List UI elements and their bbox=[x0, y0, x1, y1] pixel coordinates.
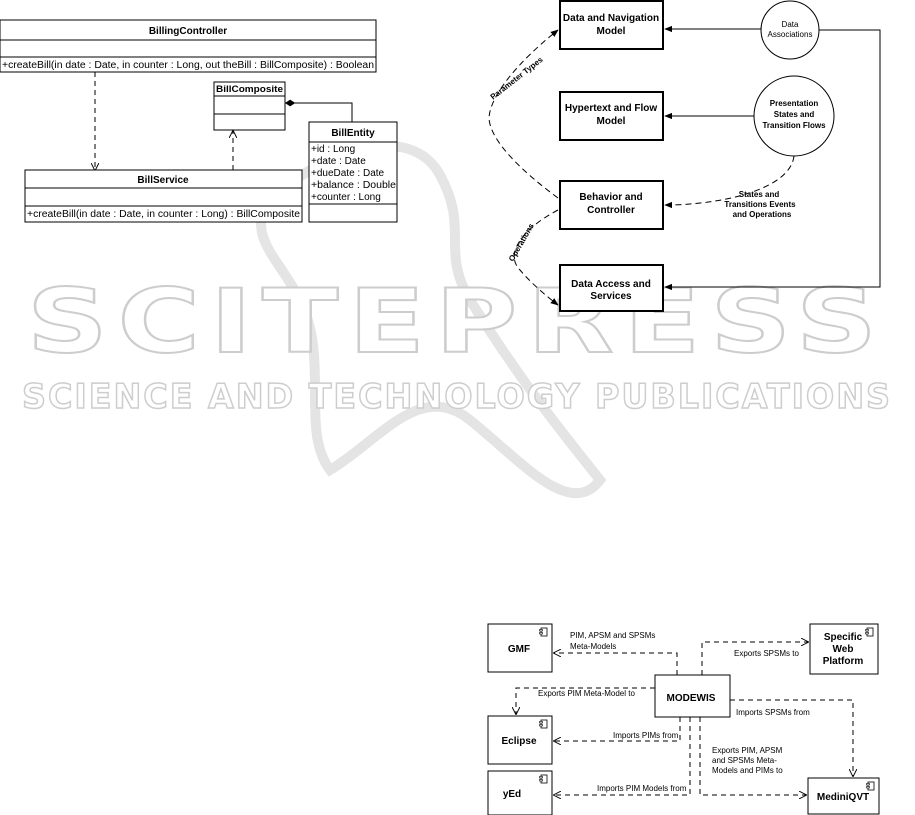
bill-entity-class: BillEntity +id : Long +date : Date +dueD… bbox=[308, 121, 398, 223]
states-events-label-3: and Operations bbox=[733, 210, 792, 219]
bill-entity-attribute: +dueDate : Date bbox=[311, 168, 385, 179]
uml-class-diagram: BillingController +createBill(in date : … bbox=[0, 19, 398, 223]
bill-service-class: BillService +createBill(in date : Date, … bbox=[24, 169, 303, 223]
presentation-states-circle: Presentation States and Transition Flows bbox=[753, 75, 835, 157]
yed-label: yEd bbox=[503, 789, 521, 800]
eclipse-component: Eclipse bbox=[487, 715, 553, 765]
bill-entity-attribute: +date : Date bbox=[311, 156, 366, 167]
yed-component: yEd bbox=[487, 770, 553, 815]
bill-entity-attribute: +balance : Double bbox=[311, 180, 396, 191]
hypertext-flow-model-box: Hypertext and Flow Model bbox=[559, 91, 664, 141]
edge-label-exports-all-1: Exports PIM, APSM bbox=[712, 746, 783, 755]
bill-service-name: BillService bbox=[137, 175, 189, 186]
dashed-presentation-to-behavior bbox=[664, 155, 795, 209]
presentation-label-1: Presentation bbox=[770, 99, 819, 108]
dashed-behavior-to-navigation bbox=[488, 29, 559, 199]
component-icon bbox=[539, 627, 548, 637]
data-associations-label-2: Associations bbox=[768, 30, 813, 39]
behavior-controller-label-2: Controller bbox=[587, 205, 635, 216]
edge-label-imports-pims: Imports PIMs from bbox=[613, 731, 679, 740]
component-icon bbox=[866, 781, 875, 791]
edge-modewis-to-mediniqvt-exports bbox=[699, 717, 806, 795]
data-navigation-label-2: Model bbox=[597, 26, 626, 37]
watermark-swoosh bbox=[255, 140, 607, 499]
watermark-tagline: SCIENCE AND TECHNOLOGY PUBLICATIONS bbox=[22, 377, 892, 417]
bill-composite-name: BillComposite bbox=[216, 84, 283, 94]
data-navigation-label-1: Data and Navigation bbox=[563, 13, 659, 24]
mediniqvt-label: MediniQVT bbox=[817, 792, 869, 803]
dashed-behavior-to-data-access bbox=[513, 209, 559, 306]
mediniqvt-component: MediniQVT bbox=[807, 777, 880, 815]
component-icon bbox=[865, 627, 874, 637]
bill-composite-class: BillComposite bbox=[213, 81, 286, 131]
edge-modewis-to-eclipse-meta bbox=[516, 687, 655, 714]
states-events-label-2: Transitions Events bbox=[724, 200, 796, 209]
data-access-label-1: Data Access and bbox=[571, 279, 651, 290]
composition-composite-entity bbox=[285, 99, 353, 122]
modewis-label: MODEWIS bbox=[667, 693, 716, 704]
platform-label: Platform bbox=[823, 656, 864, 667]
component-diagram: GMF Specific Web Platform MODEWIS Eclips… bbox=[487, 623, 880, 815]
gmf-component: GMF bbox=[487, 623, 553, 673]
billing-controller-operation: +createBill(in date : Date, in counter :… bbox=[2, 60, 374, 71]
edge-label-exports-all-2: and SPSMs Meta- bbox=[712, 756, 777, 765]
edge-label-imports-spsms: Imports SPSMs from bbox=[736, 708, 810, 717]
parameter-types-label: Parameter Types bbox=[489, 55, 545, 102]
billing-controller-class: BillingController +createBill(in date : … bbox=[0, 19, 377, 73]
bill-entity-attribute: +id : Long bbox=[311, 144, 355, 155]
presentation-label-2: States and bbox=[774, 110, 815, 119]
edge-modewis-to-gmf bbox=[554, 653, 678, 675]
hypertext-flow-label-1: Hypertext and Flow bbox=[565, 103, 657, 114]
data-access-services-box: Data Access and Services bbox=[559, 264, 664, 312]
bill-entity-attribute: +counter : Long bbox=[311, 192, 381, 203]
billing-controller-name: BillingController bbox=[149, 26, 227, 37]
presentation-label-3: Transition Flows bbox=[762, 121, 826, 130]
edge-label-to-gmf-2: Meta-Models bbox=[570, 642, 616, 651]
edge-modewis-to-mediniqvt-imports bbox=[730, 699, 853, 776]
bill-entity-name: BillEntity bbox=[331, 128, 375, 139]
edge-label-exports-all-3: Models and PIMs to bbox=[712, 766, 783, 775]
eclipse-label: Eclipse bbox=[501, 736, 536, 747]
data-associations-circle: Data Associations bbox=[760, 0, 820, 60]
behavior-controller-label-1: Behavior and bbox=[579, 192, 642, 203]
modewis-component: MODEWIS bbox=[654, 674, 731, 718]
states-events-label-1: States and bbox=[739, 190, 780, 199]
arrow-associations-to-data-access bbox=[664, 29, 881, 291]
operations-label: Operations bbox=[507, 221, 536, 263]
edge-label-exports-pim-meta: Exports PIM Meta-Model to bbox=[538, 689, 635, 698]
edge-modewis-to-eclipse-imports bbox=[554, 717, 681, 741]
specific-web-platform-component: Specific Web Platform bbox=[809, 623, 879, 675]
edge-modewis-to-specific bbox=[701, 642, 808, 675]
data-navigation-model-box: Data and Navigation Model bbox=[559, 0, 664, 50]
edge-label-exports-spsms: Exports SPSMs to bbox=[734, 649, 799, 658]
architecture-diagram: Data and Navigation Model Hypertext and … bbox=[488, 0, 881, 312]
component-icon bbox=[539, 719, 548, 729]
edge-label-imports-pim-models: Imports PIM Models from bbox=[597, 784, 687, 793]
component-icon bbox=[539, 774, 548, 784]
edge-label-to-gmf-1: PIM, APSM and SPSMs bbox=[570, 631, 655, 640]
web-label: Web bbox=[833, 644, 854, 655]
behavior-controller-box: Behavior and Controller bbox=[559, 180, 664, 230]
watermark-brand: SCITEPRESS bbox=[27, 270, 887, 373]
data-associations-label-1: Data bbox=[782, 20, 799, 29]
gmf-label: GMF bbox=[508, 644, 530, 655]
bill-service-operation: +createBill(in date : Date, in counter :… bbox=[27, 209, 300, 220]
watermark: SCITEPRESS SCIENCE AND TECHNOLOGY PUBLIC… bbox=[21, 140, 892, 499]
specific-label: Specific bbox=[824, 632, 863, 643]
data-access-label-2: Services bbox=[590, 291, 632, 302]
hypertext-flow-label-2: Model bbox=[597, 116, 626, 127]
